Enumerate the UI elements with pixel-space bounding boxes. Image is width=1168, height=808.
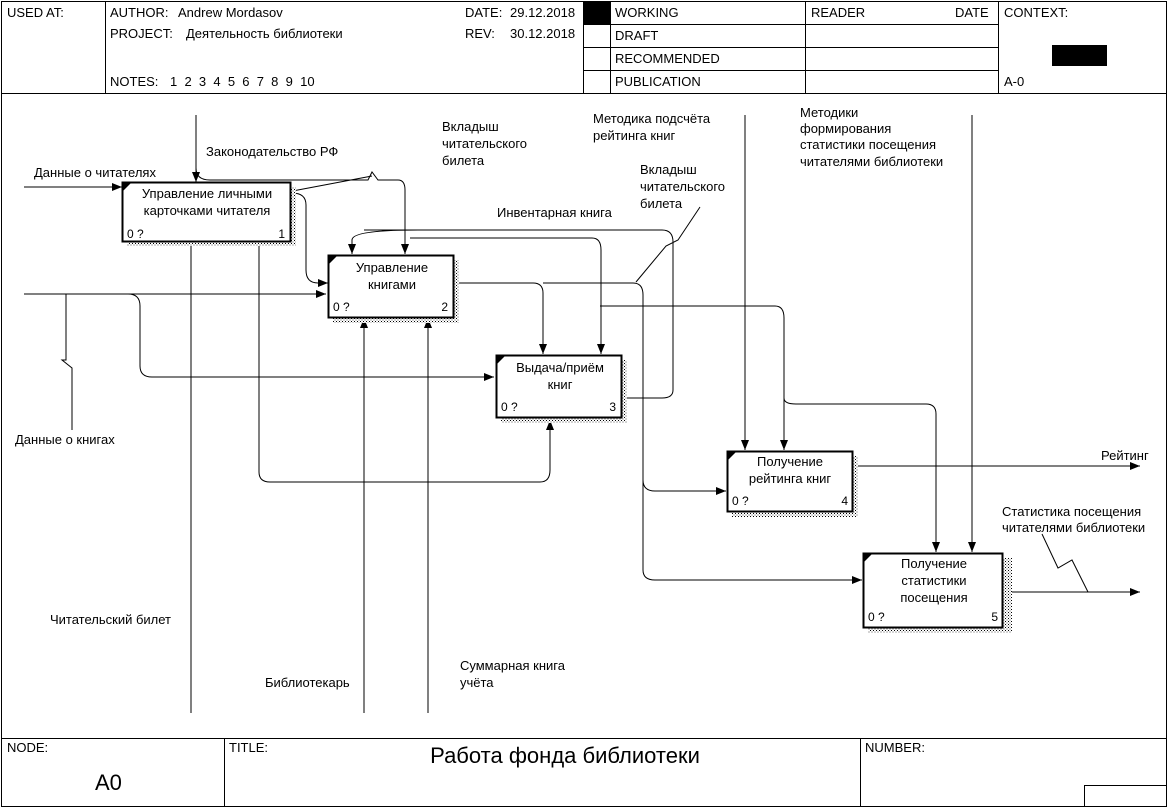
label-inventory: Инвентарная книга [497,205,613,220]
date-value: 29.12.2018 [510,5,575,20]
box-3-cost: 0 ? [501,400,518,414]
box-2-title-line-1: Управление [356,260,428,275]
box-4-number: 4 [841,494,848,508]
box-4-title-line-1: Получение [757,454,823,469]
arrow-mech-bus [258,228,554,483]
project-value: Деятельность библиотеки [186,26,343,41]
box-2-title-line-2: книгами [368,277,416,292]
box-3-title-line-2: книг [548,377,573,392]
footer-frame [1,738,1167,807]
arrow-box2-to-box4-in [642,479,726,495]
arrow-box2-to-box3 [454,282,547,354]
title-label: TITLE: [229,740,268,755]
activity-box-3[interactable]: Выдача/приём книг 0 ? 3 [495,354,628,424]
context-node: A-0 [1004,74,1024,89]
arrow-insert2-callout [635,206,701,283]
arrow-box2-to-box5 [783,397,940,552]
box-4-title-line-2: рейтинга книг [749,471,832,486]
notes-value: 1 2 3 4 5 6 7 8 9 10 [170,74,315,89]
date-label: DATE: [465,5,502,20]
box-5-title-line-3: посещения [900,590,967,605]
arrow-feedback-box3 [348,229,419,254]
header-text: USED AT: AUTHOR: Andrew Mordasov PROJECT… [7,5,1068,89]
activity-box-5[interactable]: Получение статистики посещения 0 ? 5 [862,552,1013,634]
label-insert1-line-3: билета [442,153,485,168]
label-insert2-line-2: читательского [640,179,725,194]
label-law: Законодательство РФ [206,144,338,159]
label-books-data: Данные о книгах [15,432,115,447]
box-2-cost: 0 ? [333,300,350,314]
label-summary-book-line-1: Суммарная книга [460,658,566,673]
footer-text: NODE: A0 TITLE: Работа фонда библиотеки … [7,740,925,795]
box-5-title-line-1: Получение [901,556,967,571]
box-1-number: 1 [278,227,285,241]
activity-box-4[interactable]: Получение рейтинга книг 0 ? 4 [726,450,859,518]
box-5-title-line-2: статистики [901,573,966,588]
arrows [24,115,1140,713]
notes-label: NOTES: [110,74,158,89]
activity-box-2[interactable]: Управление книгами 0 ? 2 [327,254,460,324]
label-librarian: Библиотекарь [265,675,350,690]
label-stats-methods-line-2: формирования [800,121,891,136]
box-4-cost: 0 ? [732,494,749,508]
arrow-stats-callout [1041,533,1089,593]
working-status-marker [584,2,610,24]
arrow-inventory [418,229,674,399]
arrow-box2-output [543,282,862,584]
activity-box-1[interactable]: Управление личными карточками читателя 0… [121,181,297,247]
status-working: WORKING [615,5,679,20]
used-at-label: USED AT: [7,5,64,20]
label-rating-method-line-2: рейтинга книг [593,128,676,143]
label-insert1-line-1: Вкладыш [442,119,499,134]
author-value: Andrew Mordasov [178,5,283,20]
label-readers-data: Данные о читателях [34,165,156,180]
label-rating-method-line-1: Методика подсчёта [593,111,711,126]
arrow-insert1 [281,175,373,283]
label-stats-methods-line-1: Методики [800,105,858,120]
node-label: NODE: [7,740,48,755]
reader-date-label: DATE [955,5,989,20]
project-label: PROJECT: [110,26,173,41]
box-5-cost: 0 ? [868,610,885,624]
box-3-number: 3 [609,400,616,414]
node-id: A0 [95,770,122,795]
rev-value: 30.12.2018 [510,26,575,41]
context-label: CONTEXT: [1004,5,1068,20]
arrow-box2-to-box4 [600,305,788,450]
label-summary-book-line-2: учёта [460,675,494,690]
box-1-title-line-1: Управление личными [142,186,272,201]
activity-boxes: Управление личными карточками читателя 0… [121,181,1013,634]
label-stats-methods-line-3: статистики посещения [800,137,936,152]
label-rating: Рейтинг [1101,448,1149,463]
reader-label: READER [811,5,865,20]
label-reader-ticket: Читательский билет [50,612,171,627]
label-insert2-line-3: билета [640,196,683,211]
context-node-marker [1052,45,1107,66]
arrow-books-to-box3 [127,293,494,381]
box-1-cost: 0 ? [127,227,144,241]
label-stats-out-line-2: читателями библиотеки [1002,520,1145,535]
label-stats-methods-line-4: читателями библиотеки [800,154,943,169]
box-3-title-line-1: Выдача/приём [516,360,604,375]
label-insert1-line-2: читательского [442,136,527,151]
label-insert2-line-1: Вкладыш [640,162,697,177]
rev-label: REV: [465,26,495,41]
box-1-title-line-2: карточками читателя [144,203,271,218]
status-recommended: RECOMMENDED [615,51,720,66]
label-stats-out-line-1: Статистика посещения [1002,504,1141,519]
status-draft: DRAFT [615,28,658,43]
arrow-law-branch [195,167,409,254]
status-publication: PUBLICATION [615,74,701,89]
arrow-books-squiggle [60,294,73,430]
arrow-box2-to-box3-b [410,237,605,354]
diagram-title: Работа фонда библиотеки [430,743,700,768]
box-5-number: 5 [991,610,998,624]
arrow-labels: Данные о читателях Законодательство РФ В… [15,105,1149,690]
number-label: NUMBER: [865,740,925,755]
author-label: AUTHOR: [110,5,169,20]
box-2-number: 2 [441,300,448,314]
